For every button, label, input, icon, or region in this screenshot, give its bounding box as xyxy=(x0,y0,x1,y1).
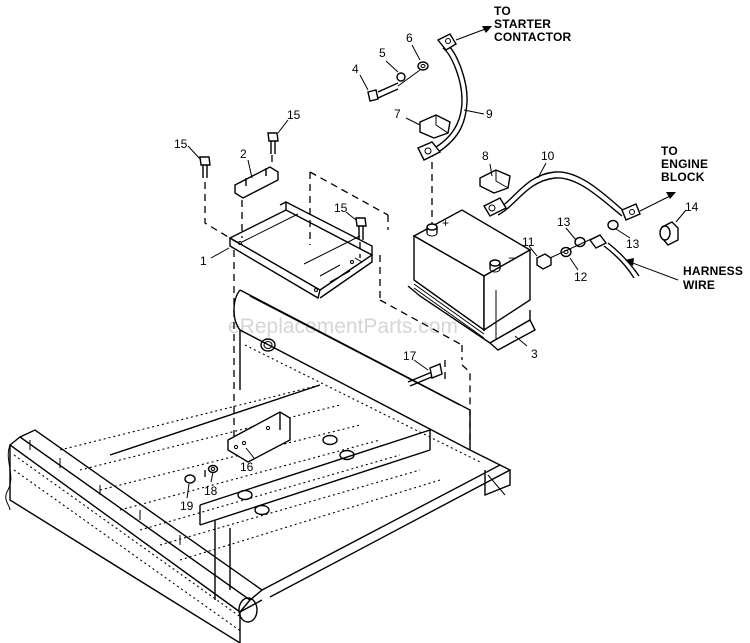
callout-7: 7 xyxy=(394,107,401,121)
callout-15-right: 15 xyxy=(334,201,348,215)
negative-terminal-mark: − xyxy=(508,251,515,265)
watermark: eReplacementParts.com xyxy=(228,315,458,338)
callout-13-right: 13 xyxy=(626,237,640,251)
callout-18: 18 xyxy=(204,484,218,498)
callout-19: 19 xyxy=(180,499,194,513)
callout-6: 6 xyxy=(406,31,413,45)
bolt-15-top xyxy=(267,132,279,154)
battery-tray-1 xyxy=(228,200,374,300)
bolt-4 xyxy=(367,82,399,102)
callout-12: 12 xyxy=(574,270,588,284)
callout-15-left: 15 xyxy=(174,137,188,151)
terminal-boot-8 xyxy=(479,169,511,194)
bracket-16 xyxy=(227,411,291,463)
base-frame xyxy=(5,289,512,643)
note-harness-line-1: HARNESS xyxy=(683,264,743,278)
washer-13-left xyxy=(574,236,586,248)
callout-10: 10 xyxy=(541,149,555,163)
callout-8: 8 xyxy=(482,149,489,163)
bolt-15-right xyxy=(355,217,367,240)
positive-cable-9 xyxy=(417,26,492,161)
terminal-cap-14 xyxy=(659,221,679,246)
note-harness-line-2: WIRE xyxy=(683,278,715,292)
negative-cable-10 xyxy=(483,171,676,221)
callout-4: 4 xyxy=(352,62,359,76)
callout-1: 1 xyxy=(200,254,207,268)
callout-17: 17 xyxy=(403,349,417,363)
note-engine-line-3: BLOCK xyxy=(661,170,705,184)
note-to-engine-block: TO ENGINE BLOCK xyxy=(661,144,708,184)
nut-11 xyxy=(536,253,552,270)
callout-leaders xyxy=(186,44,687,499)
note-harness-wire: HARNESS WIRE xyxy=(683,264,743,292)
nut-19 xyxy=(184,474,196,484)
note-to-starter-contactor: TO STARTER CONTACTOR xyxy=(494,4,571,44)
terminal-boot-7 xyxy=(419,114,451,139)
hold-down-clamp-2 xyxy=(234,166,279,199)
note-engine-line-2: ENGINE xyxy=(661,157,708,171)
note-starter-line-1: TO xyxy=(494,4,511,18)
positive-terminal-mark: + xyxy=(442,216,449,230)
callout-15-top: 15 xyxy=(287,108,301,122)
bolt-15-left xyxy=(199,156,211,178)
callout-2: 2 xyxy=(240,147,247,161)
callout-5: 5 xyxy=(379,46,386,60)
note-starter-line-3: CONTACTOR xyxy=(494,30,571,44)
note-starter-line-2: STARTER xyxy=(494,17,551,31)
harness-wire xyxy=(588,234,679,281)
alignment-lines xyxy=(204,150,471,480)
callout-9: 9 xyxy=(486,107,493,121)
bolt-17 xyxy=(407,363,443,387)
battery-3: + − xyxy=(407,209,536,351)
note-engine-line-1: TO xyxy=(661,144,678,158)
callout-13-left: 13 xyxy=(557,215,571,229)
washer-13-right xyxy=(607,219,619,231)
callout-14: 14 xyxy=(685,200,699,214)
callout-11: 11 xyxy=(522,235,535,249)
callout-3: 3 xyxy=(531,347,538,361)
callout-16: 16 xyxy=(240,460,254,474)
washer-18 xyxy=(207,464,219,474)
lock-washer-5 xyxy=(396,72,406,82)
washer-6 xyxy=(417,61,429,71)
